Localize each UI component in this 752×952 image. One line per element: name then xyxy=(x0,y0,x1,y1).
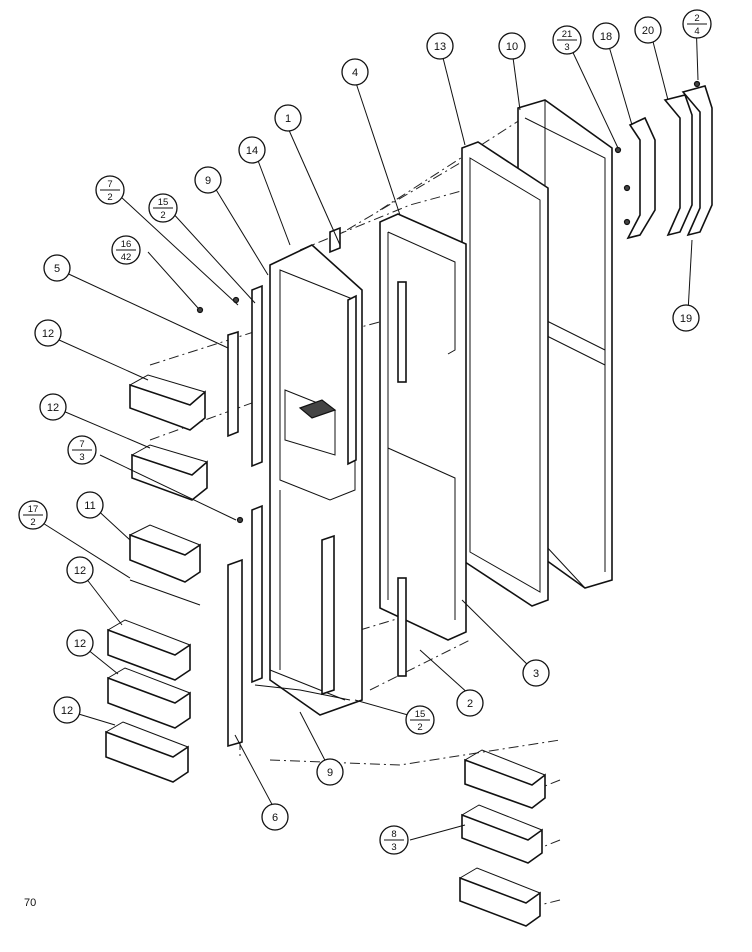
callout-19: 19 xyxy=(672,304,700,332)
callout-6-label: 6 xyxy=(272,812,278,824)
callout-2: 2 xyxy=(456,689,484,717)
callout-12-d: 12 xyxy=(66,629,94,657)
callout-top-right-num: 2 xyxy=(694,13,699,24)
callout-9-top-label: 9 xyxy=(205,175,211,187)
callout-8-3-den: 3 xyxy=(391,842,396,853)
callout-7-3: 7 3 xyxy=(67,435,97,465)
callout-17-2: 17 2 xyxy=(18,500,48,530)
callout-7-2-bottom: 2 xyxy=(107,192,112,203)
callout-12-a: 12 xyxy=(34,319,62,347)
callout-12-e: 12 xyxy=(53,696,81,724)
callout-12-e-label: 12 xyxy=(61,705,73,717)
callout-5: 5 xyxy=(43,254,71,282)
callout-9-bottom-label: 9 xyxy=(327,767,333,779)
callout-9-top: 9 xyxy=(194,166,222,194)
callout-1-label: 1 xyxy=(285,113,291,125)
callout-20: 20 xyxy=(634,16,662,44)
callout-2-label: 2 xyxy=(467,698,473,710)
callout-4-label: 4 xyxy=(352,67,358,79)
callout-21-3: 21 3 xyxy=(552,25,582,55)
callout-21-3-num: 21 xyxy=(562,29,573,40)
trim-strips xyxy=(227,226,357,748)
callout-3: 3 xyxy=(522,659,550,687)
callout-18-label: 18 xyxy=(600,31,612,43)
callout-10: 10 xyxy=(498,32,526,60)
callout-16-42-den: 42 xyxy=(121,252,132,263)
callout-14: 14 xyxy=(238,136,266,164)
callout-16-42-num: 16 xyxy=(121,239,132,250)
door-liner xyxy=(379,213,467,677)
callout-12-c: 12 xyxy=(66,556,94,584)
callout-5-label: 5 xyxy=(54,263,60,275)
callout-14-label: 14 xyxy=(246,145,258,157)
callout-17-2-den: 2 xyxy=(30,517,35,528)
callout-top-right: 2 4 xyxy=(682,9,712,39)
callout-15-2-top-num: 15 xyxy=(158,197,169,208)
cabinet-liner xyxy=(254,244,363,716)
callout-7-2: 7 2 xyxy=(95,175,125,205)
callout-4: 4 xyxy=(341,58,369,86)
callout-12-a-label: 12 xyxy=(42,328,54,340)
callout-15-2-top-den: 2 xyxy=(160,210,165,221)
callout-20-label: 20 xyxy=(642,25,654,37)
callout-3-label: 3 xyxy=(533,668,539,680)
callout-1: 1 xyxy=(274,104,302,132)
callout-13-label: 13 xyxy=(434,41,446,53)
door-gasket xyxy=(461,141,549,607)
door-shelves-left xyxy=(105,374,208,783)
callout-top-right-den: 4 xyxy=(694,26,699,37)
callout-15-2-bottom-den: 2 xyxy=(417,722,422,733)
callout-15-2-top: 15 2 xyxy=(148,193,178,223)
callout-7-3-den: 3 xyxy=(79,452,84,463)
callout-12-c-label: 12 xyxy=(74,565,86,577)
callout-12-b-label: 12 xyxy=(47,402,59,414)
callout-13: 13 xyxy=(426,32,454,60)
callout-17-2-num: 17 xyxy=(28,504,39,515)
callout-12-d-label: 12 xyxy=(74,638,86,650)
callout-16-42: 16 42 xyxy=(111,235,141,265)
callout-10-label: 10 xyxy=(506,41,518,53)
door-shelves-right xyxy=(459,749,546,927)
callout-8-3-num: 8 xyxy=(391,829,396,840)
callout-12-b: 12 xyxy=(39,393,67,421)
callout-7-2-top: 7 xyxy=(107,179,112,190)
callout-18: 18 xyxy=(592,22,620,50)
callout-11-label: 11 xyxy=(84,500,95,512)
callout-11: 11 xyxy=(76,491,104,519)
callout-19-label: 19 xyxy=(680,313,692,325)
callout-15-2-bottom: 15 2 xyxy=(405,705,435,735)
callout-15-2-bottom-num: 15 xyxy=(415,709,426,720)
callout-8-3: 8 3 xyxy=(379,825,409,855)
callout-21-3-den: 3 xyxy=(564,42,569,53)
page-number: 70 xyxy=(24,897,37,909)
callout-9-bottom: 9 xyxy=(316,758,344,786)
door-handle xyxy=(196,80,713,524)
callout-7-3-num: 7 xyxy=(79,439,84,450)
callout-6: 6 xyxy=(261,803,289,831)
